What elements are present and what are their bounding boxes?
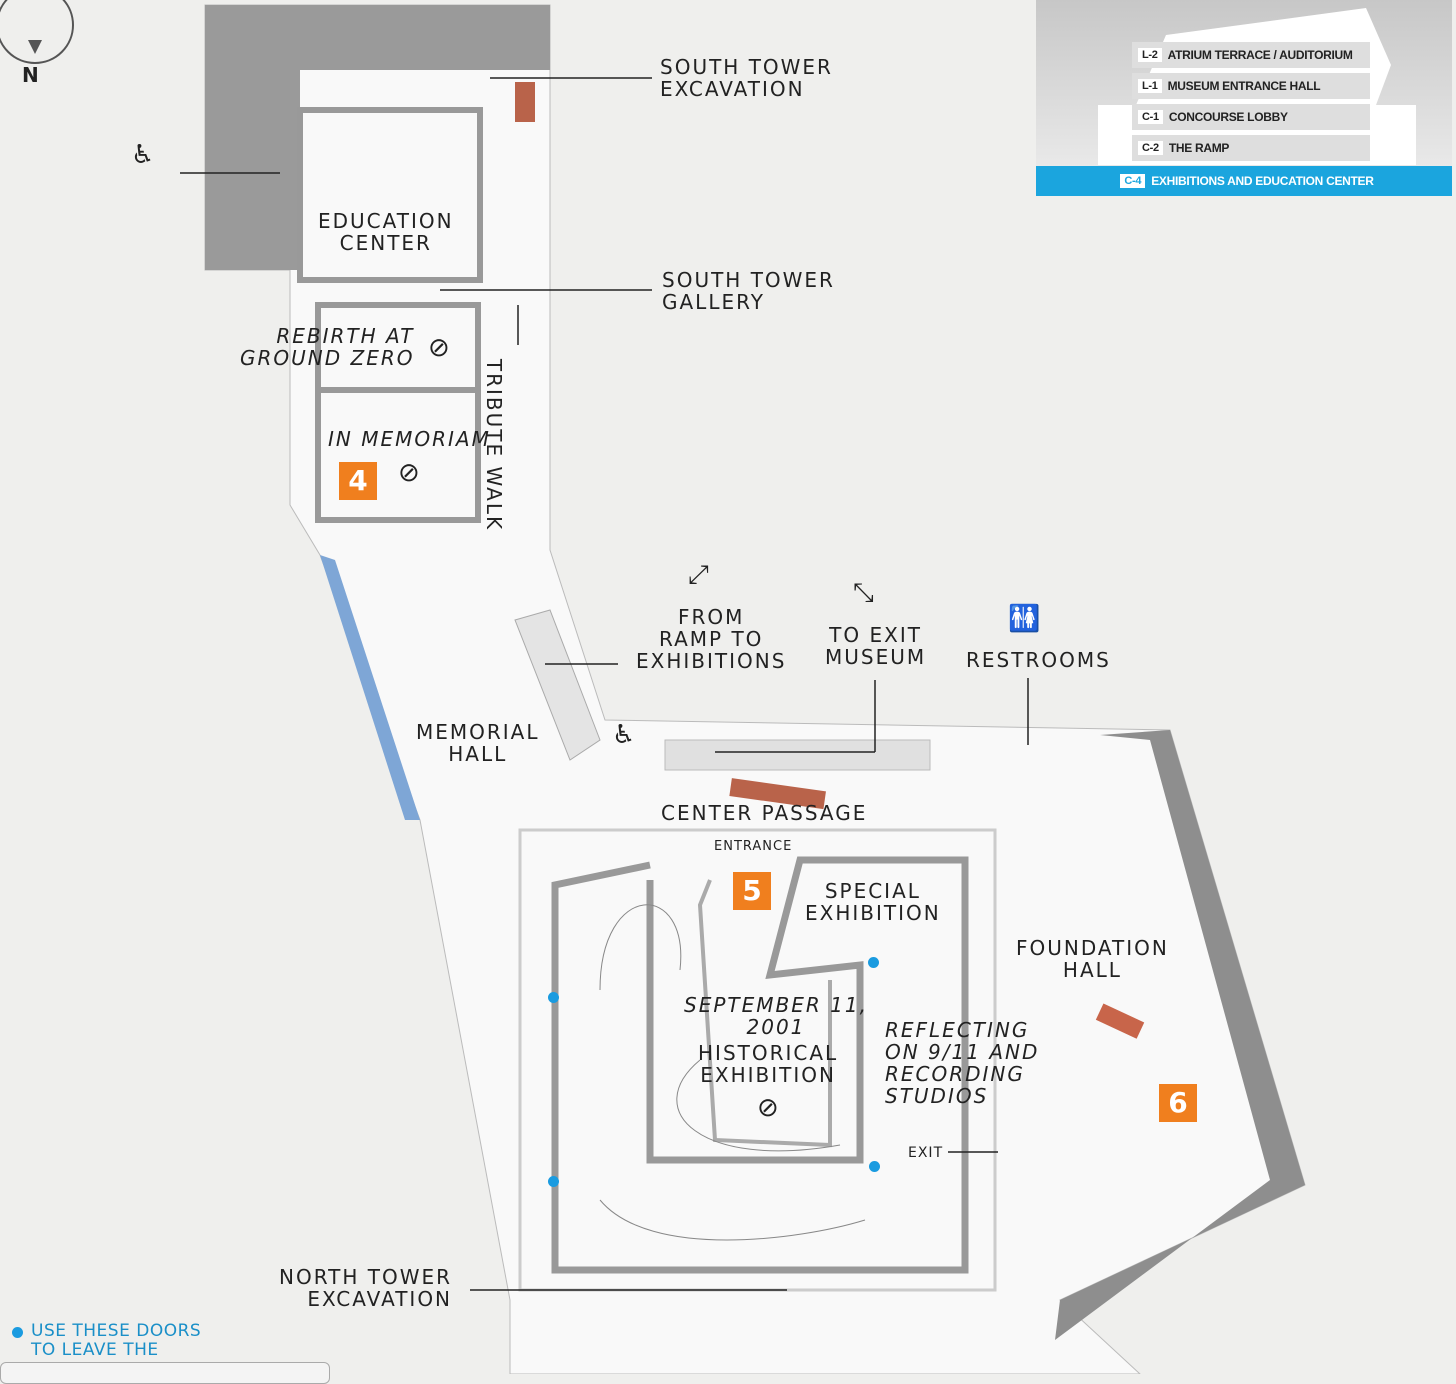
elevator-accessible-icon: ♿ — [131, 140, 155, 170]
label-foundation-hall: FOUNDATION HALL — [1016, 936, 1169, 982]
label-special-exhibition: SPECIAL EXHIBITION — [805, 879, 941, 925]
label-reflecting: REFLECTING ON 9/11 AND RECORDING STUDIOS — [885, 1018, 1040, 1108]
label-september-11: SEPTEMBER 11, 2001 — [684, 993, 868, 1039]
compass-ring — [0, 0, 74, 64]
exit-door-dot — [548, 992, 559, 1003]
compass-arrow — [28, 40, 42, 54]
marker-6: 6 — [1159, 1084, 1197, 1122]
label-from-ramp: FROM RAMP TO EXHIBITIONS — [636, 605, 787, 673]
restroom-icon: 🚻 — [1008, 604, 1041, 634]
label-rebirth: REBIRTH AT GROUND ZERO — [240, 324, 415, 370]
label-historical-exhibition: HISTORICAL EXHIBITION — [698, 1041, 839, 1087]
label-north-tower-excavation: NORTH TOWER EXCAVATION — [279, 1265, 453, 1311]
foundation-wall — [1055, 730, 1305, 1340]
label-entrance: ENTRANCE — [714, 839, 793, 854]
marker-4: 4 — [339, 462, 377, 500]
label-in-memoriam: IN MEMORIAM — [328, 427, 491, 451]
no-photography-icon: ⊘ — [398, 458, 420, 488]
south-tower-wall — [205, 5, 550, 270]
exit-door-dot — [869, 1161, 880, 1172]
door-legend-dot — [12, 1327, 23, 1338]
doors-note: USE THESE DOORS TO LEAVE THE — [31, 1321, 202, 1360]
marker-5: 5 — [733, 872, 771, 910]
exit-door-dot — [548, 1176, 559, 1187]
label-to-exit: TO EXIT MUSEUM — [825, 623, 927, 669]
no-photography-icon: ⊘ — [757, 1093, 779, 1123]
label-tribute-walk: TRIBUTE WALK — [482, 358, 507, 532]
label-south-tower-gallery: SOUTH TOWER GALLERY — [662, 268, 835, 314]
no-photography-icon: ⊘ — [428, 333, 450, 363]
exit-door-dot — [868, 957, 879, 968]
escalator-icon: ⤡ — [853, 578, 874, 608]
label-south-tower-excavation: SOUTH TOWER EXCAVATION — [660, 55, 833, 101]
label-education-center: EDUCATION CENTER — [318, 209, 454, 255]
memorial-wall — [320, 555, 420, 820]
label-memorial-hall: MEMORIAL HALL — [416, 720, 540, 766]
elevator-accessible-icon: ♿ — [612, 720, 636, 750]
escalator-icon: ⤢ — [688, 560, 709, 590]
label-center-passage: CENTER PASSAGE — [661, 801, 868, 825]
label-exit: EXIT — [908, 1145, 944, 1161]
compass-label: N — [22, 63, 41, 87]
label-restrooms: RESTROOMS — [966, 648, 1111, 672]
url-tooltip — [0, 1362, 330, 1384]
